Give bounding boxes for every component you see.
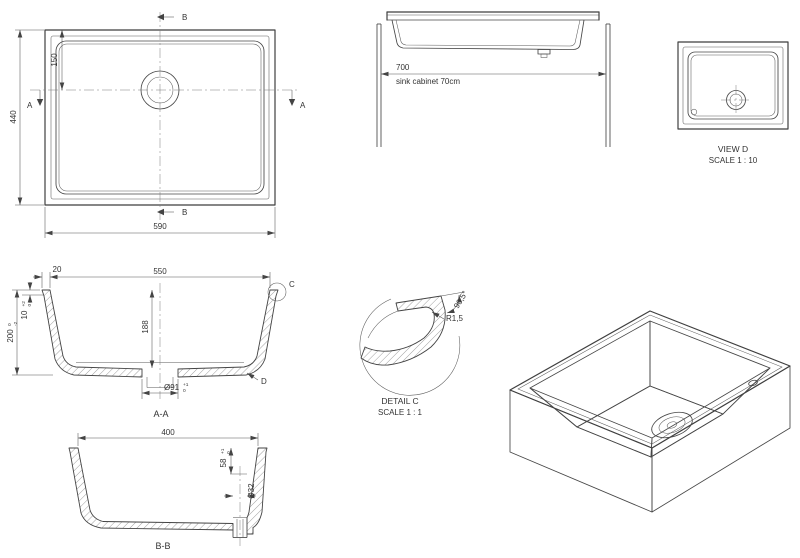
isometric-view bbox=[509, 310, 791, 513]
dim-188-text: 188 bbox=[141, 320, 150, 334]
cut-material-left bbox=[41, 289, 143, 378]
angle-dim-arc bbox=[446, 294, 463, 314]
dim-400-text: 400 bbox=[161, 428, 175, 437]
detail-c-marker-label: C bbox=[289, 280, 295, 289]
section-bb-title: B-B bbox=[155, 541, 170, 551]
front-cabinet-view: 700 sink cabinet 70cm bbox=[376, 11, 611, 147]
iso-overflow-hole bbox=[748, 379, 758, 387]
dim-58-tol-up: +1 bbox=[220, 448, 226, 454]
section-bb: 400 58 +1 0 Ø32 B-B bbox=[68, 428, 268, 551]
angle-label: 90,5° bbox=[452, 289, 470, 310]
section-b-arrow-top bbox=[157, 13, 164, 21]
dim-58-tol-dn: 0 bbox=[226, 451, 232, 454]
detail-c-title: DETAIL C bbox=[381, 396, 418, 406]
section-label-a-right: A bbox=[300, 101, 306, 110]
section-aa-title: A-A bbox=[153, 409, 168, 419]
angle-text: 90,5° bbox=[452, 289, 470, 310]
bowl-wall-back-left bbox=[529, 320, 651, 428]
bowl-wall-front-right bbox=[650, 367, 771, 458]
section-a-arrow-left bbox=[36, 99, 44, 106]
dim-700-text: 700 bbox=[396, 63, 410, 72]
dim-200-text: 200 bbox=[6, 329, 15, 343]
section-a-arrow-right bbox=[288, 99, 296, 106]
viewd-corner-hole bbox=[690, 108, 698, 116]
radius-text: R1,5 bbox=[446, 314, 463, 323]
iso-drain-ring bbox=[658, 416, 686, 434]
sink-rim-top-face bbox=[509, 310, 791, 449]
angle-ext-line bbox=[440, 291, 465, 297]
dim-58-label: 58 +1 0 bbox=[219, 448, 232, 467]
sink-rim-inner-edge bbox=[517, 314, 783, 445]
dim-10-text: 10 bbox=[20, 310, 29, 319]
cabinet-caption: sink cabinet 70cm bbox=[396, 77, 460, 86]
section-label-a-left: A bbox=[27, 101, 33, 110]
dim-440-text: 440 bbox=[9, 110, 18, 124]
sink-outer-face-right bbox=[651, 365, 791, 513]
dim-91-tol-up: +1 bbox=[183, 382, 189, 388]
bowl-bottom-face bbox=[576, 385, 724, 458]
dim-10-label: 10 +2 0 bbox=[20, 301, 33, 320]
section-label-b-top: B bbox=[182, 13, 187, 22]
radius-leader bbox=[431, 311, 445, 320]
view-d-marker-leader bbox=[246, 372, 259, 381]
detail-c-marker-circle bbox=[267, 282, 287, 302]
iso-drain-hole bbox=[666, 421, 678, 429]
dim-58-text: 58 bbox=[219, 458, 228, 467]
sink-outer-face-left bbox=[509, 389, 653, 513]
dim-200-tol-up: 0 bbox=[7, 323, 13, 326]
iso-drain-flange bbox=[651, 411, 693, 439]
detail-c: 90,5° R1,5 DETAIL C SCALE 1 : 1 bbox=[359, 289, 470, 417]
dim-188-label: 188 bbox=[141, 320, 150, 334]
dim-10-tol-up: +2 bbox=[21, 301, 27, 307]
drain-stub-pipe bbox=[540, 53, 548, 58]
detail-cut-material bbox=[360, 295, 446, 366]
dim-550-text: 550 bbox=[153, 267, 167, 276]
dim-150-text: 150 bbox=[50, 53, 59, 67]
cut-material-right bbox=[177, 289, 279, 378]
viewd-bowl-radius bbox=[690, 54, 776, 117]
detail-c-scale: SCALE 1 : 1 bbox=[378, 408, 423, 417]
viewd-rim-edge bbox=[682, 46, 784, 125]
bowl-outer-profile bbox=[391, 19, 585, 50]
dim-20-text: 20 bbox=[53, 265, 62, 274]
section-aa: 550 20 188 200 0 -2 10 +2 0 Ø91 bbox=[6, 265, 295, 419]
bowl-top-edge bbox=[55, 40, 265, 195]
dim-440-label: 440 bbox=[9, 110, 18, 124]
section-b-arrow-bottom bbox=[157, 208, 164, 216]
dim-590-text: 590 bbox=[153, 222, 167, 231]
cut-material-left bbox=[68, 447, 234, 531]
detail-boundary-arc bbox=[359, 298, 461, 396]
view-d: VIEW D SCALE 1 : 10 bbox=[677, 41, 789, 165]
section-label-b-bottom: B bbox=[182, 208, 187, 217]
view-d-marker-label: D bbox=[261, 377, 267, 386]
dim-200-tol-dn: -2 bbox=[13, 321, 19, 326]
viewd-title: VIEW D bbox=[718, 144, 748, 154]
viewd-bowl-edge bbox=[687, 51, 779, 120]
detail-bowl-surface bbox=[367, 310, 399, 339]
dim-32-label: Ø32 bbox=[247, 483, 256, 499]
dim-150-label: 150 bbox=[50, 53, 59, 67]
iso-drain bbox=[651, 411, 693, 439]
dim-91-text: Ø91 bbox=[164, 383, 180, 392]
drain-stub bbox=[537, 49, 551, 55]
dim-10-tol-dn: 0 bbox=[27, 304, 33, 307]
viewd-scale: SCALE 1 : 10 bbox=[709, 156, 758, 165]
bowl-inner-profile bbox=[395, 19, 581, 47]
cut-material-right bbox=[246, 447, 268, 535]
dim-200-label: 200 0 -2 bbox=[6, 321, 19, 342]
viewd-outer-edge bbox=[677, 41, 789, 130]
plan-view: B B A A 440 150 590 bbox=[9, 12, 306, 238]
dim-91-tol-dn: 0 bbox=[183, 388, 186, 394]
dim-32-text: Ø32 bbox=[247, 483, 256, 499]
